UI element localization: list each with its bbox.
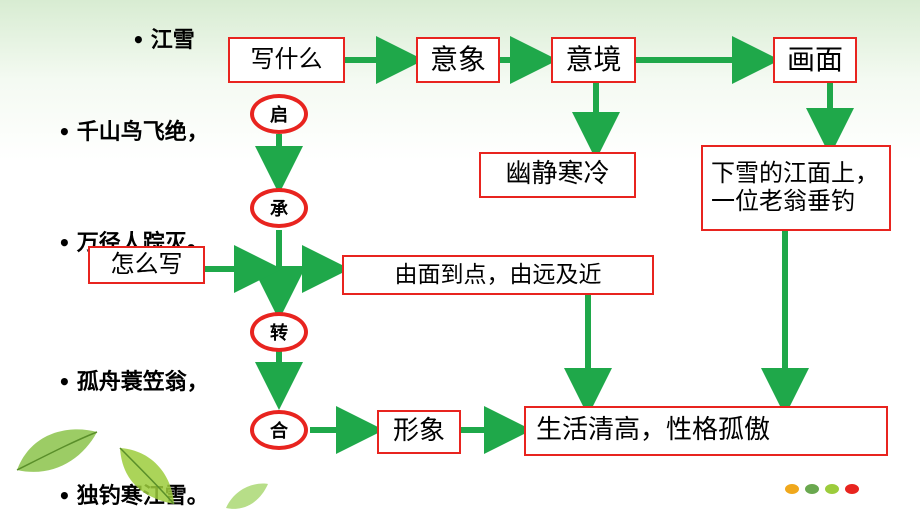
image-box: 形象 bbox=[377, 410, 461, 454]
bullet-icon: • bbox=[58, 484, 71, 508]
what-to-write-box: 写什么 bbox=[228, 37, 345, 83]
leaf-icon bbox=[119, 447, 175, 505]
poem-title-text: 江雪 bbox=[150, 28, 195, 53]
bullet-icon: • bbox=[58, 120, 71, 144]
dot-icon bbox=[825, 484, 839, 494]
dot-icon bbox=[805, 484, 819, 494]
leaf-icon bbox=[226, 483, 268, 509]
scene-box: 画面 bbox=[773, 37, 857, 83]
decorative-dots bbox=[785, 484, 859, 494]
qi-circle: 启 bbox=[250, 94, 308, 134]
cheng-circle: 承 bbox=[250, 188, 308, 228]
dot-icon bbox=[845, 484, 859, 494]
leaf-icon bbox=[16, 429, 98, 472]
dot-icon bbox=[785, 484, 799, 494]
poem-line-text: 千山鸟飞绝， bbox=[76, 120, 209, 145]
quiet-cold-box: 幽静寒冷 bbox=[479, 152, 636, 198]
surface-to-point-box: 由面到点，由远及近 bbox=[342, 255, 654, 295]
bullet-icon: • bbox=[58, 370, 71, 394]
how-to-write-box: 怎么写 bbox=[88, 246, 205, 284]
poem-line-3: •孤舟蓑笠翁， bbox=[58, 364, 209, 396]
he-circle: 合 bbox=[250, 410, 308, 450]
poem-line-text: 孤舟蓑笠翁， bbox=[76, 370, 209, 395]
poem-line-1: •千山鸟飞绝， bbox=[58, 114, 209, 146]
scene-desc-line-2: 一位老翁垂钓 bbox=[711, 187, 855, 215]
mood-box: 意境 bbox=[551, 37, 636, 83]
bullet-icon: • bbox=[132, 28, 145, 52]
imagery-box: 意象 bbox=[416, 37, 500, 83]
character-box: 生活清高，性格孤傲 bbox=[524, 406, 888, 456]
scene-desc-line-1: 下雪的江面上， bbox=[711, 159, 879, 188]
zhuan-circle: 转 bbox=[250, 312, 308, 352]
scene-desc-box: 下雪的江面上， 一位老翁垂钓 bbox=[701, 145, 891, 231]
bullet-icon: • bbox=[58, 231, 71, 255]
poem-title: •江雪 bbox=[132, 22, 195, 54]
